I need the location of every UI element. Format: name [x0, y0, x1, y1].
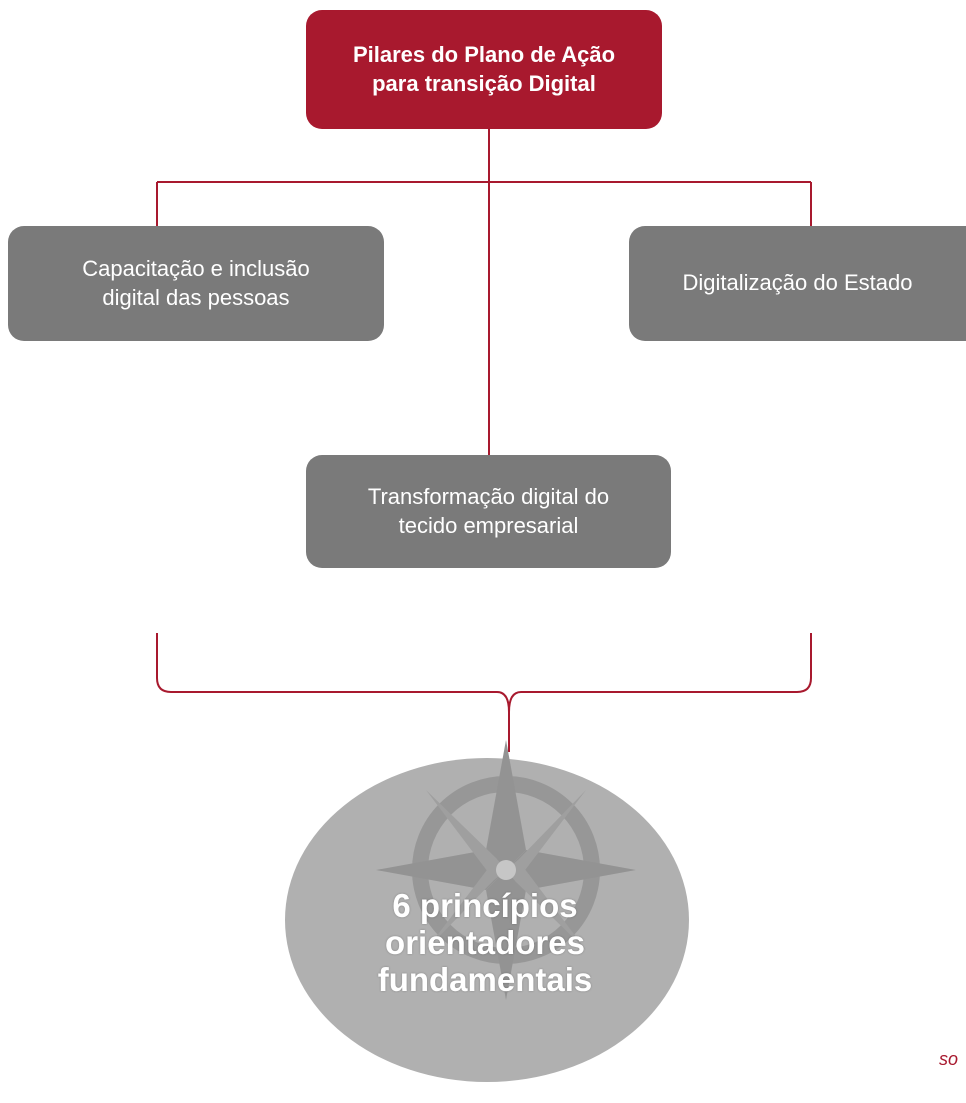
pillar-node-people: Capacitação e inclusão digital das pesso… [8, 226, 384, 341]
pillar-node-state: Digitalização do Estado [629, 226, 966, 341]
pillar-node-business: Transformação digital do tecido empresar… [306, 455, 671, 568]
pillar-node-label: Capacitação e inclusão digital das pesso… [82, 255, 310, 310]
compass-rose-icon [376, 740, 636, 1000]
root-node-label: Pilares do Plano de Ação para transição … [352, 41, 616, 96]
source-note: so [939, 1049, 959, 1069]
root-node: Pilares do Plano de Ação para transição … [306, 10, 662, 129]
pillar-node-label: Transformação digital do tecido empresar… [367, 483, 610, 538]
grouping-brace [156, 633, 812, 752]
pillar-node-label: Digitalização do Estado [682, 270, 913, 296]
principles-label: 6 princípios orientadores fundamentais [377, 887, 593, 998]
